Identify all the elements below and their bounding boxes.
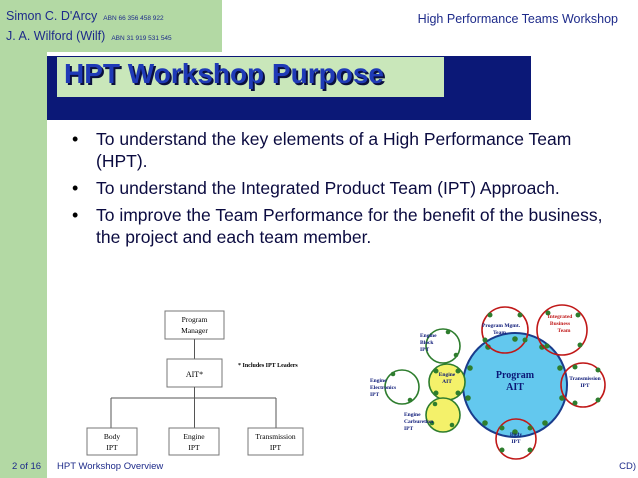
bullet-dot-icon: • <box>72 178 79 198</box>
transmission-ring <box>560 362 606 408</box>
body-label-1: Body <box>510 432 522 438</box>
title-box <box>57 57 444 97</box>
bullet-item: • To understand the Integrated Product Te… <box>70 177 610 199</box>
page-number: 2 of 16 <box>12 461 42 472</box>
program-ait-label-1: Program <box>496 370 535 381</box>
ait-box <box>166 358 223 388</box>
engine-ipt-box <box>168 427 220 456</box>
presenter-1-name: Simon C. D'Arcy <box>6 9 98 23</box>
body-ipt-label-1: Body <box>104 432 121 441</box>
integrated-label-3: Team <box>558 328 571 334</box>
engine-electronics-ring <box>384 369 420 405</box>
body-label-2: IPT <box>511 439 521 445</box>
bullet-item: • To understand the key elements of a Hig… <box>70 128 610 172</box>
bullet-item: • To improve the Team Performance for the… <box>70 204 610 248</box>
team-circle-diagram: Program AIT Program Mgmt. Team Integrate… <box>370 304 606 460</box>
presenter-2: J. A. Wilford (Wilf) ABN 31 919 531 545 <box>6 29 172 43</box>
engine-electronics-label-3: IPT <box>370 392 380 398</box>
slide-title: HPT Workshop Purpose <box>64 58 384 89</box>
engine-block-label-3: IPT <box>420 347 430 353</box>
presenter-2-name: J. A. Wilford (Wilf) <box>6 29 106 43</box>
bullet-text: To understand the Integrated Product Tea… <box>96 178 560 198</box>
program-mgmt-ring <box>481 306 529 354</box>
engine-ait-label-2: AIT <box>442 379 452 385</box>
engine-carburetion-circle <box>425 397 461 433</box>
program-mgmt-label-1: Program Mgmt. <box>482 323 521 329</box>
bullet-dot-icon: • <box>72 205 79 225</box>
integrated-label-2: Business <box>550 321 570 327</box>
bullet-dot-icon: • <box>72 129 79 149</box>
presenter-1: Simon C. D'Arcy ABN 66 356 458 922 <box>6 9 164 23</box>
engine-block-label-1: Engine <box>420 333 437 339</box>
presenter-2-abn: ABN 31 919 531 545 <box>111 35 172 42</box>
bullet-list: • To understand the key elements of a Hig… <box>70 128 610 253</box>
engine-ipt-label-2: IPT <box>188 443 200 452</box>
engine-carburetion-label-1: Engine <box>404 412 421 418</box>
footer-copyright-fragment: CD) <box>619 461 636 472</box>
program-manager-box <box>164 310 225 340</box>
body-ring <box>495 418 537 460</box>
ait-label: AIT* <box>186 370 203 379</box>
program-manager-label-2: Manager <box>181 326 208 335</box>
transmission-ipt-box <box>247 427 304 456</box>
program-manager-label-1: Program <box>182 315 208 324</box>
transmission-ipt-label-1: Transmission <box>255 432 295 441</box>
engine-ipt-label-1: Engine <box>183 432 205 441</box>
transmission-label-2: IPT <box>580 383 590 389</box>
engine-electronics-label-2: Electronics <box>370 385 396 391</box>
presenter-1-abn: ABN 66 356 458 922 <box>103 15 164 22</box>
program-mgmt-label-2: Team <box>493 330 506 336</box>
engine-block-label-2: Block <box>420 340 434 346</box>
engine-carburetion-label-3: IPT <box>404 426 414 432</box>
org-chart: Program Manager AIT* * Includes IPT Lead… <box>86 310 304 456</box>
program-ait-members <box>465 336 565 435</box>
engine-electronics-label-1: Engine <box>370 378 387 384</box>
bullet-text: To improve the Team Performance for the … <box>96 205 603 247</box>
footer-title: HPT Workshop Overview <box>57 461 164 472</box>
bullet-text: To understand the key elements of a High… <box>96 129 572 171</box>
ait-note: * Includes IPT Leaders <box>238 363 298 369</box>
engine-carburetion-label-2: Carburetion <box>404 419 433 425</box>
body-ipt-box <box>86 427 138 456</box>
integrated-label-1: Integrated <box>548 314 573 320</box>
workshop-title: High Performance Teams Workshop <box>417 12 618 26</box>
transmission-label-1: Transmission <box>569 376 600 382</box>
engine-ait-label-1: Engine <box>439 372 456 378</box>
engine-block-ring <box>425 328 461 364</box>
presenter-header-panel <box>0 0 222 52</box>
program-ait-label-2: AIT <box>506 382 524 393</box>
footer-separator <box>48 458 50 474</box>
integrated-team-ring <box>536 304 588 356</box>
left-accent-panel <box>0 0 47 478</box>
transmission-ipt-label-2: IPT <box>270 443 282 452</box>
body-ipt-label-2: IPT <box>106 443 118 452</box>
